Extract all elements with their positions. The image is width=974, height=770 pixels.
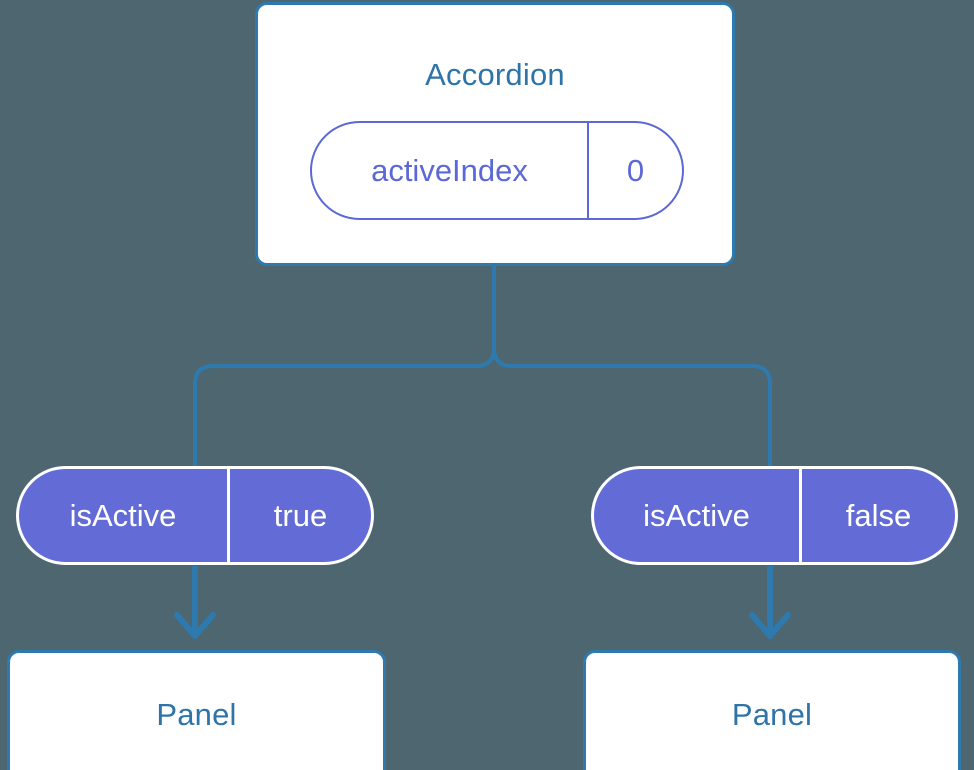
accordion-component-node[interactable]: Accordion activeIndex 0 xyxy=(255,2,735,266)
accordion-state-pill[interactable]: activeIndex 0 xyxy=(310,121,684,220)
arrow-head-right-icon xyxy=(749,612,791,639)
panel-title-right: Panel xyxy=(731,697,813,732)
prop-key-label-right: isActive xyxy=(594,469,802,562)
panel-title-left: Panel xyxy=(156,697,237,732)
prop-key-label-left: isActive xyxy=(19,469,230,562)
panel-component-node-left[interactable]: Panel xyxy=(7,650,386,770)
state-value-label: 0 xyxy=(626,152,645,188)
state-key-label: activeIndex xyxy=(312,123,589,218)
branch-line-right xyxy=(492,266,772,466)
prop-value-label-right: false xyxy=(845,497,912,533)
prop-value-label-left: true xyxy=(273,497,328,533)
arrow-head-left-icon xyxy=(174,612,216,639)
prop-pill-left[interactable]: isActive true xyxy=(16,466,374,565)
accordion-title: Accordion xyxy=(425,57,565,92)
branch-line-left xyxy=(193,266,496,466)
prop-pill-right[interactable]: isActive false xyxy=(591,466,958,565)
panel-component-node-right[interactable]: Panel xyxy=(583,650,961,770)
